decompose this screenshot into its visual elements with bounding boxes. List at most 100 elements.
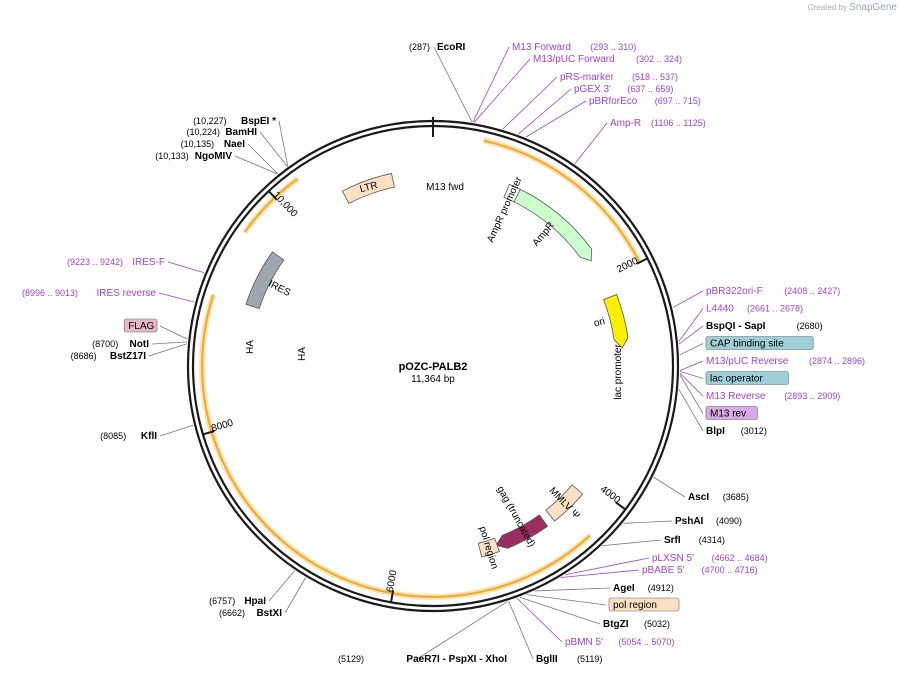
- credit-prefix: Created by: [807, 3, 847, 12]
- label-agei: AgeI: [613, 583, 635, 594]
- label-noti: NotI: [130, 339, 150, 350]
- coord-pbmn-5-: (5054 .. 5070): [618, 637, 674, 647]
- label-plxsn-5-: pLXSN 5': [652, 553, 694, 564]
- tick-label-4000: 4000: [598, 484, 623, 506]
- leader-pbmn-5-: [516, 597, 563, 643]
- leader-agei: [534, 587, 611, 592]
- coord-bstxi: (6662): [219, 608, 245, 618]
- coord-kfli: (8085): [100, 431, 126, 441]
- leader-ecori: [433, 46, 473, 123]
- coord-pshai: (4090): [716, 516, 742, 526]
- feature-ampr: [513, 188, 592, 262]
- label-btgzi: BtgZI: [603, 619, 629, 630]
- label-bspqi-sapi: BspQI - SapI: [706, 321, 766, 332]
- coord-l4440: (2661 .. 2678): [747, 304, 803, 314]
- leader-noti: [151, 341, 188, 345]
- coord-paer7i-pspxi-xhoi: (5129): [338, 654, 364, 664]
- plasmid-size: 11,364 bp: [411, 374, 455, 385]
- leader-bglii: [508, 600, 534, 660]
- leader-pbr322ori-f: [672, 290, 704, 308]
- orf-arc-top-left: [243, 178, 299, 233]
- coord-noti: (8700): [92, 339, 118, 349]
- label-asci: AscI: [688, 492, 709, 503]
- feature-label-ltr: LTR: [359, 180, 379, 195]
- coord-plxsn-5-: (4662 .. 4684): [712, 553, 768, 563]
- leader-plxsn-5-: [564, 557, 650, 576]
- label-bamhi: BamHI: [225, 127, 257, 138]
- tag-label-cap-binding-site: CAP binding site: [710, 339, 784, 350]
- label-kfli: KflI: [141, 431, 157, 442]
- snapgene-credit: Created by SnapGene: [808, 2, 897, 13]
- leader-hpai: [268, 570, 295, 602]
- leader-srfi: [602, 539, 662, 547]
- label-pbrforeco: pBRforEco: [589, 96, 638, 107]
- label-pbmn-5-: pBMN 5': [565, 637, 603, 648]
- tick-8000: [202, 430, 215, 436]
- leader-l4440: [678, 308, 704, 342]
- tick-2000: [636, 257, 648, 265]
- label-l4440: L4440: [706, 304, 734, 315]
- coord-m13-reverse: (2893 .. 2909): [784, 391, 840, 401]
- coord-agei: (4912): [648, 583, 674, 593]
- label-bstz17i: BstZ17I: [110, 351, 146, 362]
- annotation-labels: EcoRI(287)M13 Forward(293 .. 310)M13/pUC…: [22, 42, 865, 665]
- leader-m13-forward: [472, 46, 510, 123]
- coord-prs-marker: (518 .. 537): [632, 72, 678, 82]
- tag-cap-binding-site: [705, 336, 814, 350]
- leader-naei: [247, 143, 279, 175]
- inner-label-ha-1: HA: [245, 340, 256, 354]
- leader-pgex-3-: [517, 88, 572, 135]
- tick-6000: [390, 590, 395, 603]
- label-srfi: SrfI: [664, 535, 681, 546]
- leader-cap-binding-site: [679, 343, 704, 356]
- feature-ori: [603, 294, 629, 349]
- leader-blpi: [678, 389, 704, 432]
- leader-pbabe-5-: [560, 569, 640, 578]
- leader-bamhi: [259, 131, 288, 167]
- coord-bstz17i: (8686): [71, 351, 97, 361]
- backbone: [186, 117, 680, 613]
- label-m13-forward: M13 Forward: [512, 42, 571, 53]
- coord-ires-f: (9223 .. 9242): [67, 257, 123, 267]
- coord-btgzi: (5032): [644, 619, 670, 629]
- feature-label-ori: ori: [593, 316, 607, 329]
- coord-naei: (10,135): [181, 139, 215, 149]
- coord-hpai: (6757): [209, 596, 235, 606]
- leader-btgzi: [519, 596, 601, 625]
- leader-m13-reverse: [679, 372, 704, 397]
- label-ngomiv: NgoMIV: [195, 151, 233, 162]
- snapgene-logo: SnapGene: [849, 2, 897, 13]
- leader-paer7i-pspxi-xhoi: [416, 601, 508, 660]
- leader-bstxi: [284, 577, 306, 614]
- label-paer7i-pspxi-xhoi: PaeR7I - PspXI - XhoI: [406, 654, 507, 665]
- plasmid-name: pOZC-PALB2: [399, 361, 468, 373]
- leader-bspei-: [278, 120, 289, 167]
- label-m13-puc-reverse: M13/pUC Reverse: [706, 356, 789, 367]
- label-pbr322ori-f: pBR322ori-F: [706, 286, 763, 297]
- feature-ltr: [341, 172, 395, 205]
- orf-arc-ampr: [483, 139, 640, 262]
- coord-bglii: (5119): [577, 654, 602, 664]
- coord-pgex-3-: (637 .. 659): [627, 84, 673, 94]
- label-ires-f: IRES-F: [132, 257, 165, 268]
- leader-pol-region: [526, 594, 607, 606]
- leader-kfli: [159, 424, 194, 437]
- coord-srfi: (4314): [699, 535, 725, 545]
- leader-bspqi-sapi: [678, 325, 704, 345]
- coord-asci: (3685): [723, 492, 749, 502]
- label-hpai: HpaI: [244, 596, 266, 607]
- leader-bstz17i: [148, 343, 188, 357]
- label-amp-r: Amp-R: [610, 118, 641, 129]
- tick-label-10000: 10,000: [270, 190, 299, 220]
- coord-amp-r: (1106 .. 1125): [651, 118, 706, 128]
- leader-amp-r: [574, 122, 608, 165]
- orf-arc-palb2: [201, 294, 591, 598]
- tag-label-flag: FLAG: [128, 321, 154, 332]
- leader-m13-puc-reverse: [679, 360, 704, 371]
- tag-flag: [123, 318, 158, 333]
- coord-ngomiv: (10,133): [155, 151, 189, 161]
- feature-mmlv-psi: [545, 484, 584, 522]
- label-blpi: BlpI: [706, 426, 725, 437]
- tick-10000: [267, 190, 278, 201]
- label-m13-puc-forward: M13/pUC Forward: [533, 54, 615, 65]
